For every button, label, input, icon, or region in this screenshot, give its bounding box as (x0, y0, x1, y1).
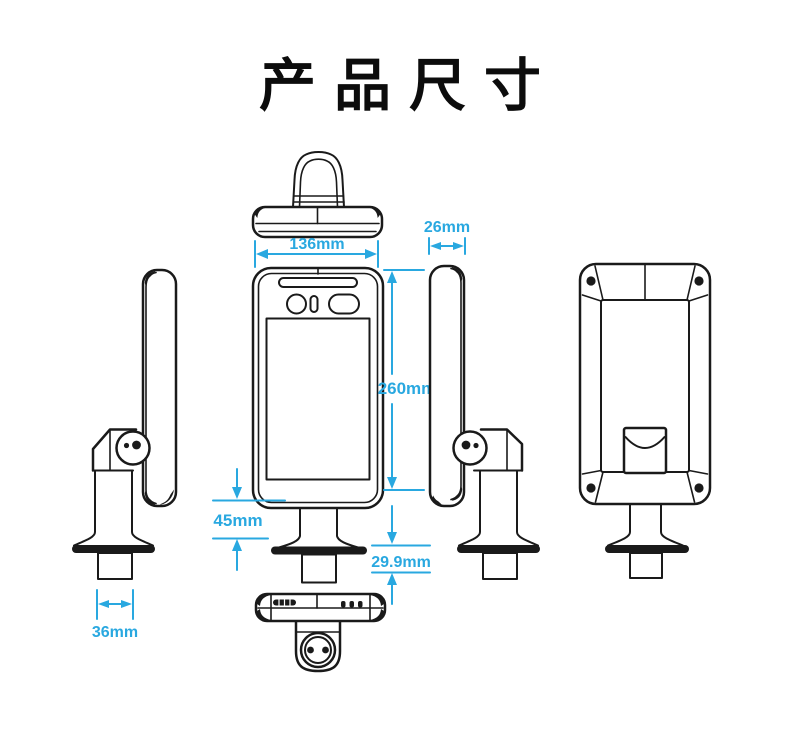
stand-pole (629, 552, 663, 579)
page-title: 产品尺寸 (259, 54, 559, 118)
socket-pin-right (322, 646, 329, 654)
arrow-up-icon (387, 271, 397, 283)
panel-bottom-right-accent (160, 489, 174, 505)
panel-bottom-accent (451, 486, 463, 501)
arrow-left-icon (430, 242, 441, 250)
arrow-right-icon (121, 600, 132, 608)
stand-flange (72, 545, 155, 553)
screw-top-right (694, 276, 704, 286)
arrow-right-icon (365, 249, 377, 259)
arrow-up-icon (232, 539, 242, 551)
arrow-up-icon (387, 573, 397, 585)
stand-pole (482, 552, 518, 580)
screen (265, 317, 371, 481)
port-2 (349, 601, 354, 608)
back-view-drawing (578, 262, 712, 579)
hinge-dot-small (123, 442, 130, 449)
screw-bottom-right (694, 483, 704, 493)
front-stand (271, 503, 367, 584)
dimension-width: 136mm (254, 236, 379, 268)
arrow-left-icon (256, 249, 268, 259)
arrow-left-icon (98, 600, 109, 608)
screw-top-left (586, 276, 596, 286)
top-right-corner-accent (368, 207, 381, 218)
dimension-height: 260mm (378, 269, 437, 491)
hinge-dot-large (461, 440, 471, 450)
bottom-view-drawing (254, 592, 387, 673)
arrow-down-icon (387, 477, 397, 489)
hinge (452, 430, 488, 466)
left-stand (72, 428, 155, 580)
dimension-thickness-label: 26mm (424, 219, 470, 236)
dimension-base-label: 29.9mm (371, 554, 431, 571)
port-1 (341, 601, 346, 608)
arrow-right-icon (453, 242, 464, 250)
screw-bottom-left (586, 483, 596, 493)
dimension-thickness: 26mm (424, 219, 470, 255)
stand-pole (301, 553, 337, 584)
hinge-dot-large (132, 440, 141, 450)
fill-light (309, 295, 319, 313)
back-stand (605, 472, 689, 579)
stand-flange (457, 545, 540, 553)
socket-inner (304, 636, 332, 664)
dimension-pole: 36mm (92, 589, 138, 641)
dimension-neck: 45mm (212, 468, 286, 571)
hinge (115, 430, 151, 466)
right-stand (457, 428, 540, 580)
socket-pin-left (307, 646, 314, 654)
bottom-mount (294, 619, 342, 673)
panel-bottom-accent (144, 490, 156, 505)
port-3 (358, 601, 363, 608)
front-body (251, 266, 385, 510)
stand-flange (605, 545, 689, 553)
dimension-width-label: 136mm (289, 236, 344, 253)
speaker-slot (278, 277, 358, 288)
left-panel (141, 268, 178, 508)
side-view-left-drawing (72, 268, 178, 580)
top-view-dome (292, 151, 345, 208)
stand-pole (97, 552, 133, 580)
camera-lens (286, 293, 307, 315)
top-left-corner-accent (254, 207, 267, 218)
panel-top-accent (144, 271, 156, 286)
arrow-down-icon (387, 532, 397, 544)
socket-outer (299, 631, 337, 669)
stand-flange (271, 546, 367, 555)
panel-top-accent (451, 267, 463, 282)
arrow-down-icon (232, 487, 242, 499)
ir-sensor-window (328, 293, 360, 315)
top-view-drawing (251, 151, 384, 239)
panel-bottom-left-accent (432, 495, 443, 506)
bottom-bar (254, 592, 387, 623)
top-view-body (251, 205, 384, 239)
mount-bracket-cover (622, 426, 668, 475)
dimension-base: 29.9mm (371, 505, 431, 605)
dimension-pole-label: 36mm (92, 624, 138, 641)
back-body (578, 262, 712, 506)
hinge-dot-small (473, 442, 479, 449)
dimension-height-label: 260mm (378, 379, 437, 398)
side-view-right-drawing (428, 264, 540, 580)
front-view-drawing (251, 266, 385, 584)
right-panel (428, 264, 466, 508)
dimension-neck-label: 45mm (213, 511, 262, 530)
